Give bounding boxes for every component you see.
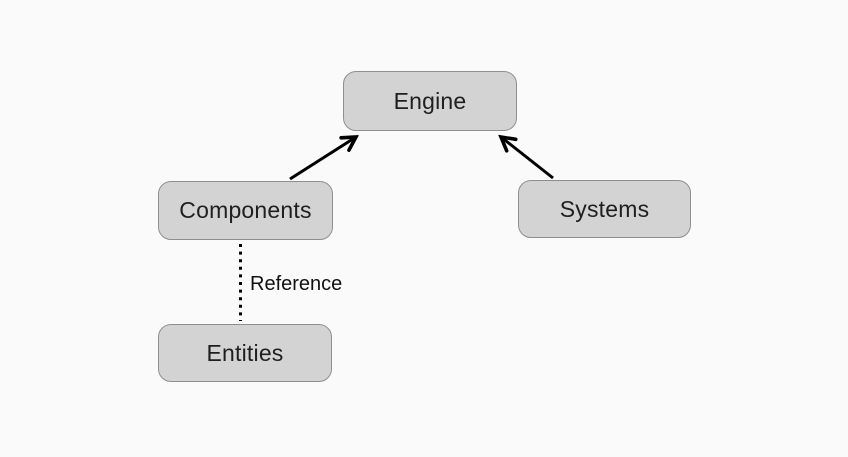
edge-systems-to-engine: [501, 137, 554, 180]
node-entities-label: Entities: [206, 339, 284, 366]
node-entities[interactable]: Entities: [158, 324, 332, 382]
edge-label-reference: Reference: [250, 273, 343, 295]
edge-components-to-engine: [289, 137, 356, 181]
node-systems-label: Systems: [559, 195, 650, 222]
node-engine-label: Engine: [393, 87, 467, 114]
node-components[interactable]: Components: [158, 181, 333, 240]
node-components-label: Components: [179, 197, 312, 223]
node-systems[interactable]: Systems: [518, 180, 691, 238]
node-engine[interactable]: Engine: [343, 71, 517, 131]
